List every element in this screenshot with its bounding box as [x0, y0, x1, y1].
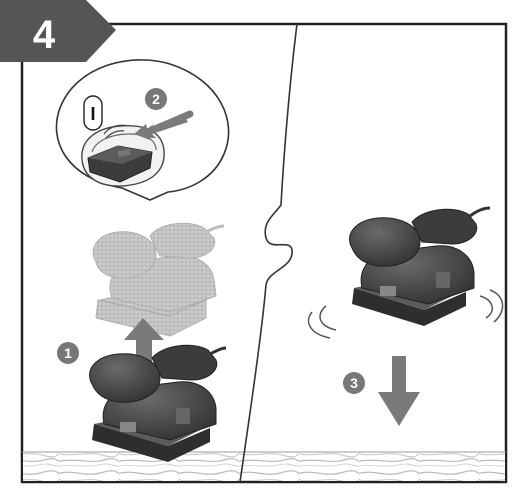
switch-on-symbol: I [90, 104, 95, 124]
svg-text:1: 1 [64, 345, 72, 361]
orbital-sander-ghost-icon [93, 223, 224, 336]
marker-3: 3 [343, 372, 365, 394]
step-number: 4 [33, 13, 56, 57]
svg-text:2: 2 [152, 91, 160, 107]
marker-1: 1 [57, 342, 79, 364]
marker-2: 2 [145, 88, 167, 110]
svg-text:3: 3 [350, 375, 358, 391]
wood-floor [23, 452, 505, 481]
